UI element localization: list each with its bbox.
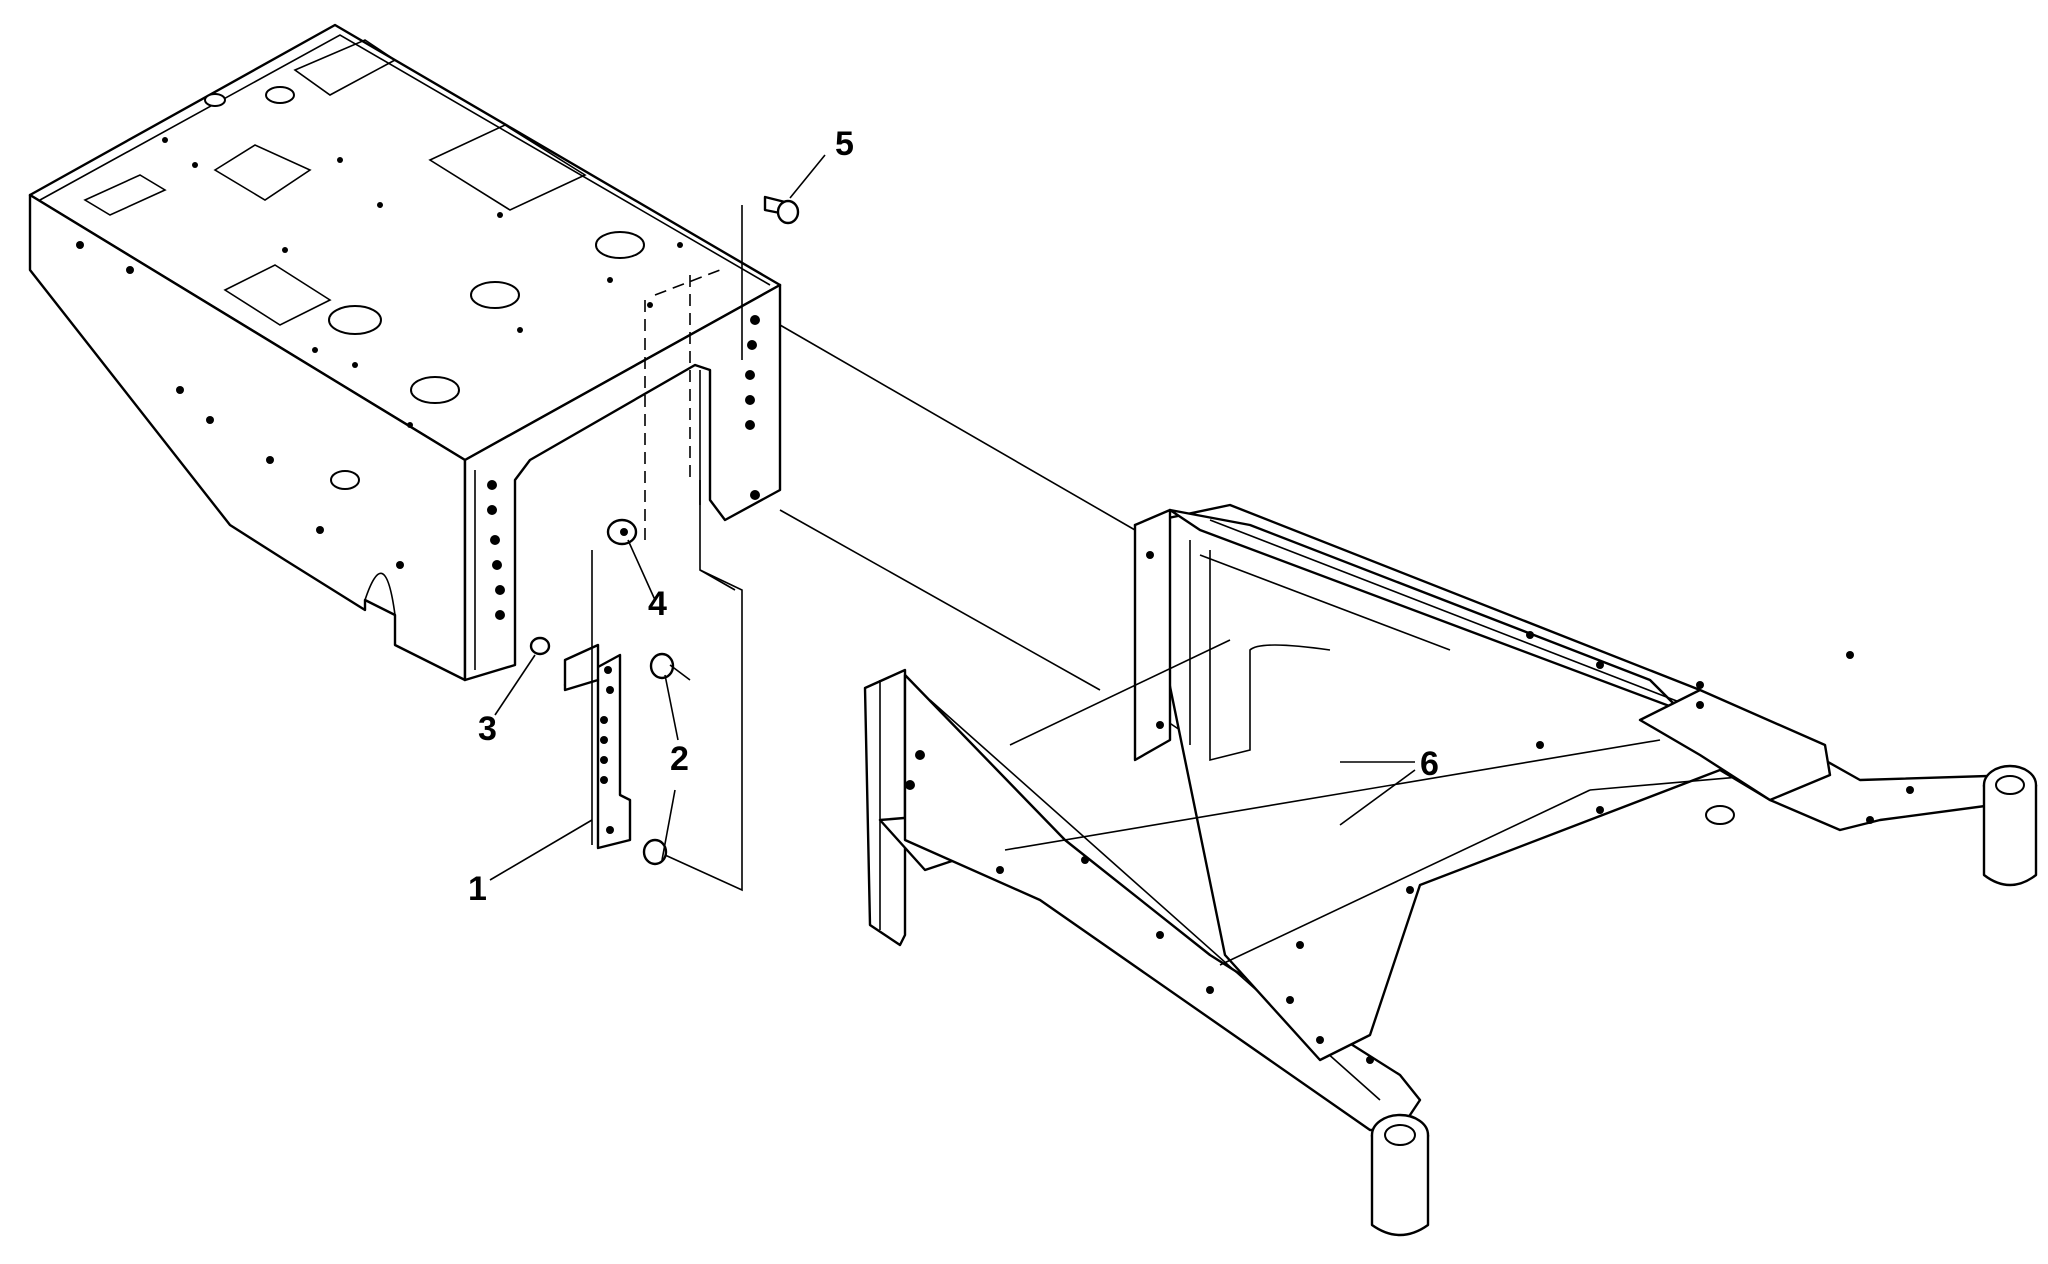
adjusting-plate-part xyxy=(563,643,632,850)
callout-6: 6 xyxy=(1420,745,1439,783)
callout-4: 4 xyxy=(648,585,667,623)
callout-leaders xyxy=(489,154,1416,881)
console-bracket xyxy=(28,23,782,682)
bolt-part-5 xyxy=(763,195,800,225)
callout-2: 2 xyxy=(670,740,689,778)
nut-parts xyxy=(529,636,675,866)
main-frame xyxy=(863,503,2038,1237)
callout-1: 1 xyxy=(468,870,487,908)
callout-5: 5 xyxy=(835,125,854,163)
washer-part xyxy=(606,518,638,546)
callout-3: 3 xyxy=(478,710,497,748)
